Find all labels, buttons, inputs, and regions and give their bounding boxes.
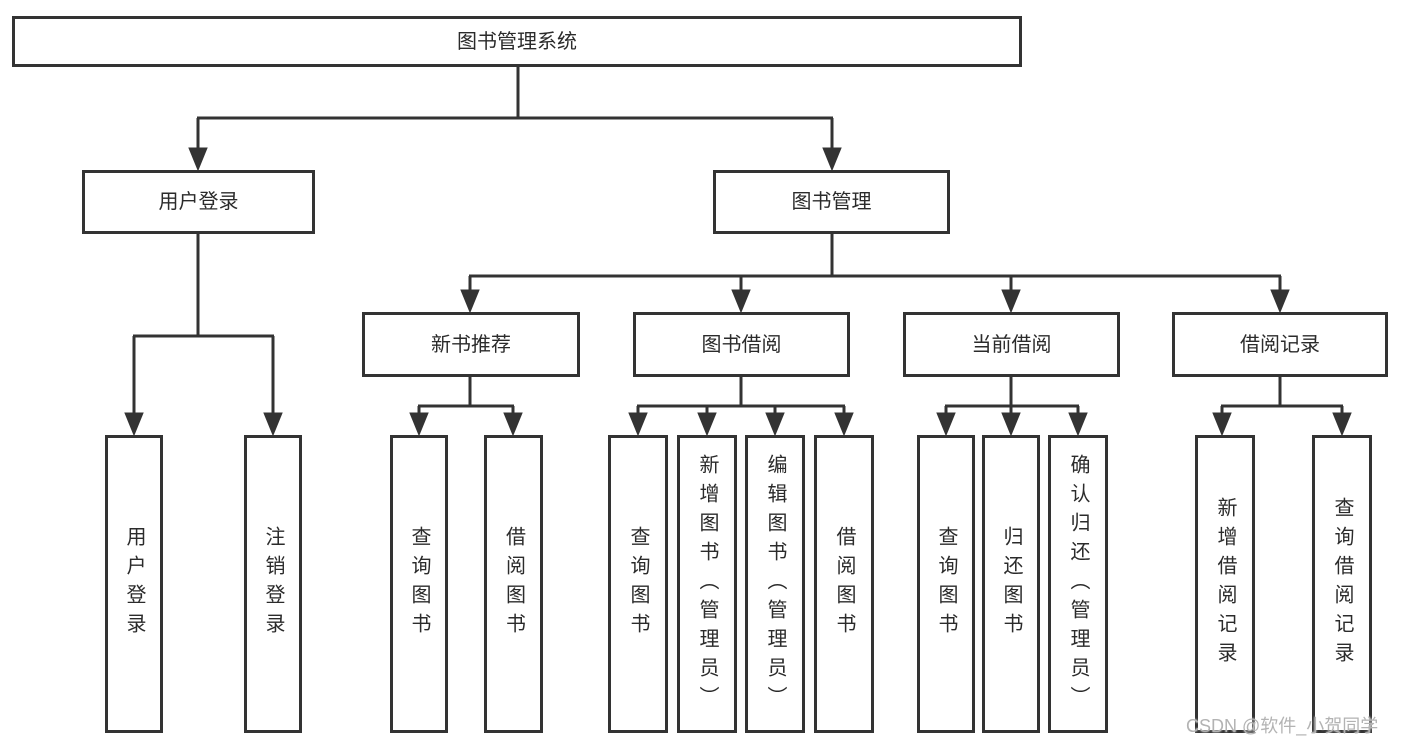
node-new-book-recommend: 新书推荐: [362, 312, 580, 377]
node-borrow-records: 借阅记录: [1172, 312, 1388, 377]
leaf-logout: 注销登录: [244, 435, 302, 733]
leaf-add-book-admin-label: 新增图书（管理员）: [696, 453, 718, 715]
leaf-query-borrow-record: 查询借阅记录: [1312, 435, 1372, 733]
leaf-query-books-current-label: 查询图书: [935, 526, 957, 642]
leaf-user-login-label: 用户登录: [123, 526, 145, 642]
node-root-label: 图书管理系统: [457, 30, 577, 53]
leaf-logout-label: 注销登录: [262, 526, 284, 642]
leaf-query-books-recommend-label: 查询图书: [408, 526, 430, 642]
leaf-query-books-borrow-label: 查询图书: [627, 526, 649, 642]
leaf-query-books-current: 查询图书: [917, 435, 975, 733]
csdn-watermark: CSDN @软件_小贺同学: [1186, 716, 1379, 736]
leaf-edit-book-admin-label: 编辑图书（管理员）: [764, 453, 786, 715]
node-book-borrow: 图书借阅: [633, 312, 850, 377]
leaf-confirm-return-admin-label: 确认归还（管理员）: [1067, 453, 1089, 715]
leaf-add-borrow-record-label: 新增借阅记录: [1214, 497, 1236, 671]
leaf-query-borrow-record-label: 查询借阅记录: [1331, 497, 1353, 671]
leaf-borrow-books-recommend-label: 借阅图书: [502, 526, 525, 642]
node-borrow-records-label: 借阅记录: [1240, 333, 1320, 356]
node-book-borrow-label: 图书借阅: [701, 333, 782, 356]
leaf-return-book: 归还图书: [982, 435, 1040, 733]
node-user-login-label: 用户登录: [158, 191, 239, 213]
leaf-add-borrow-record: 新增借阅记录: [1195, 435, 1255, 733]
leaf-borrow-books-label: 借阅图书: [833, 526, 855, 642]
node-current-borrow: 当前借阅: [903, 312, 1120, 377]
node-user-login: 用户登录: [82, 170, 315, 234]
leaf-add-book-admin: 新增图书（管理员）: [677, 435, 737, 733]
leaf-return-book-label: 归还图书: [1000, 526, 1022, 642]
leaf-edit-book-admin: 编辑图书（管理员）: [745, 435, 805, 733]
leaf-borrow-books-recommend: 借阅图书: [484, 435, 543, 733]
node-root: 图书管理系统: [12, 16, 1022, 67]
node-current-borrow-label: 当前借阅: [971, 333, 1052, 356]
node-book-management-label: 图书管理: [791, 191, 872, 213]
node-book-management: 图书管理: [713, 170, 950, 234]
leaf-query-books-recommend: 查询图书: [390, 435, 448, 733]
leaf-confirm-return-admin: 确认归还（管理员）: [1048, 435, 1108, 733]
leaf-query-books-borrow: 查询图书: [608, 435, 668, 733]
leaf-user-login: 用户登录: [105, 435, 163, 733]
leaf-borrow-books: 借阅图书: [814, 435, 874, 733]
node-new-book-recommend-label: 新书推荐: [431, 333, 511, 356]
